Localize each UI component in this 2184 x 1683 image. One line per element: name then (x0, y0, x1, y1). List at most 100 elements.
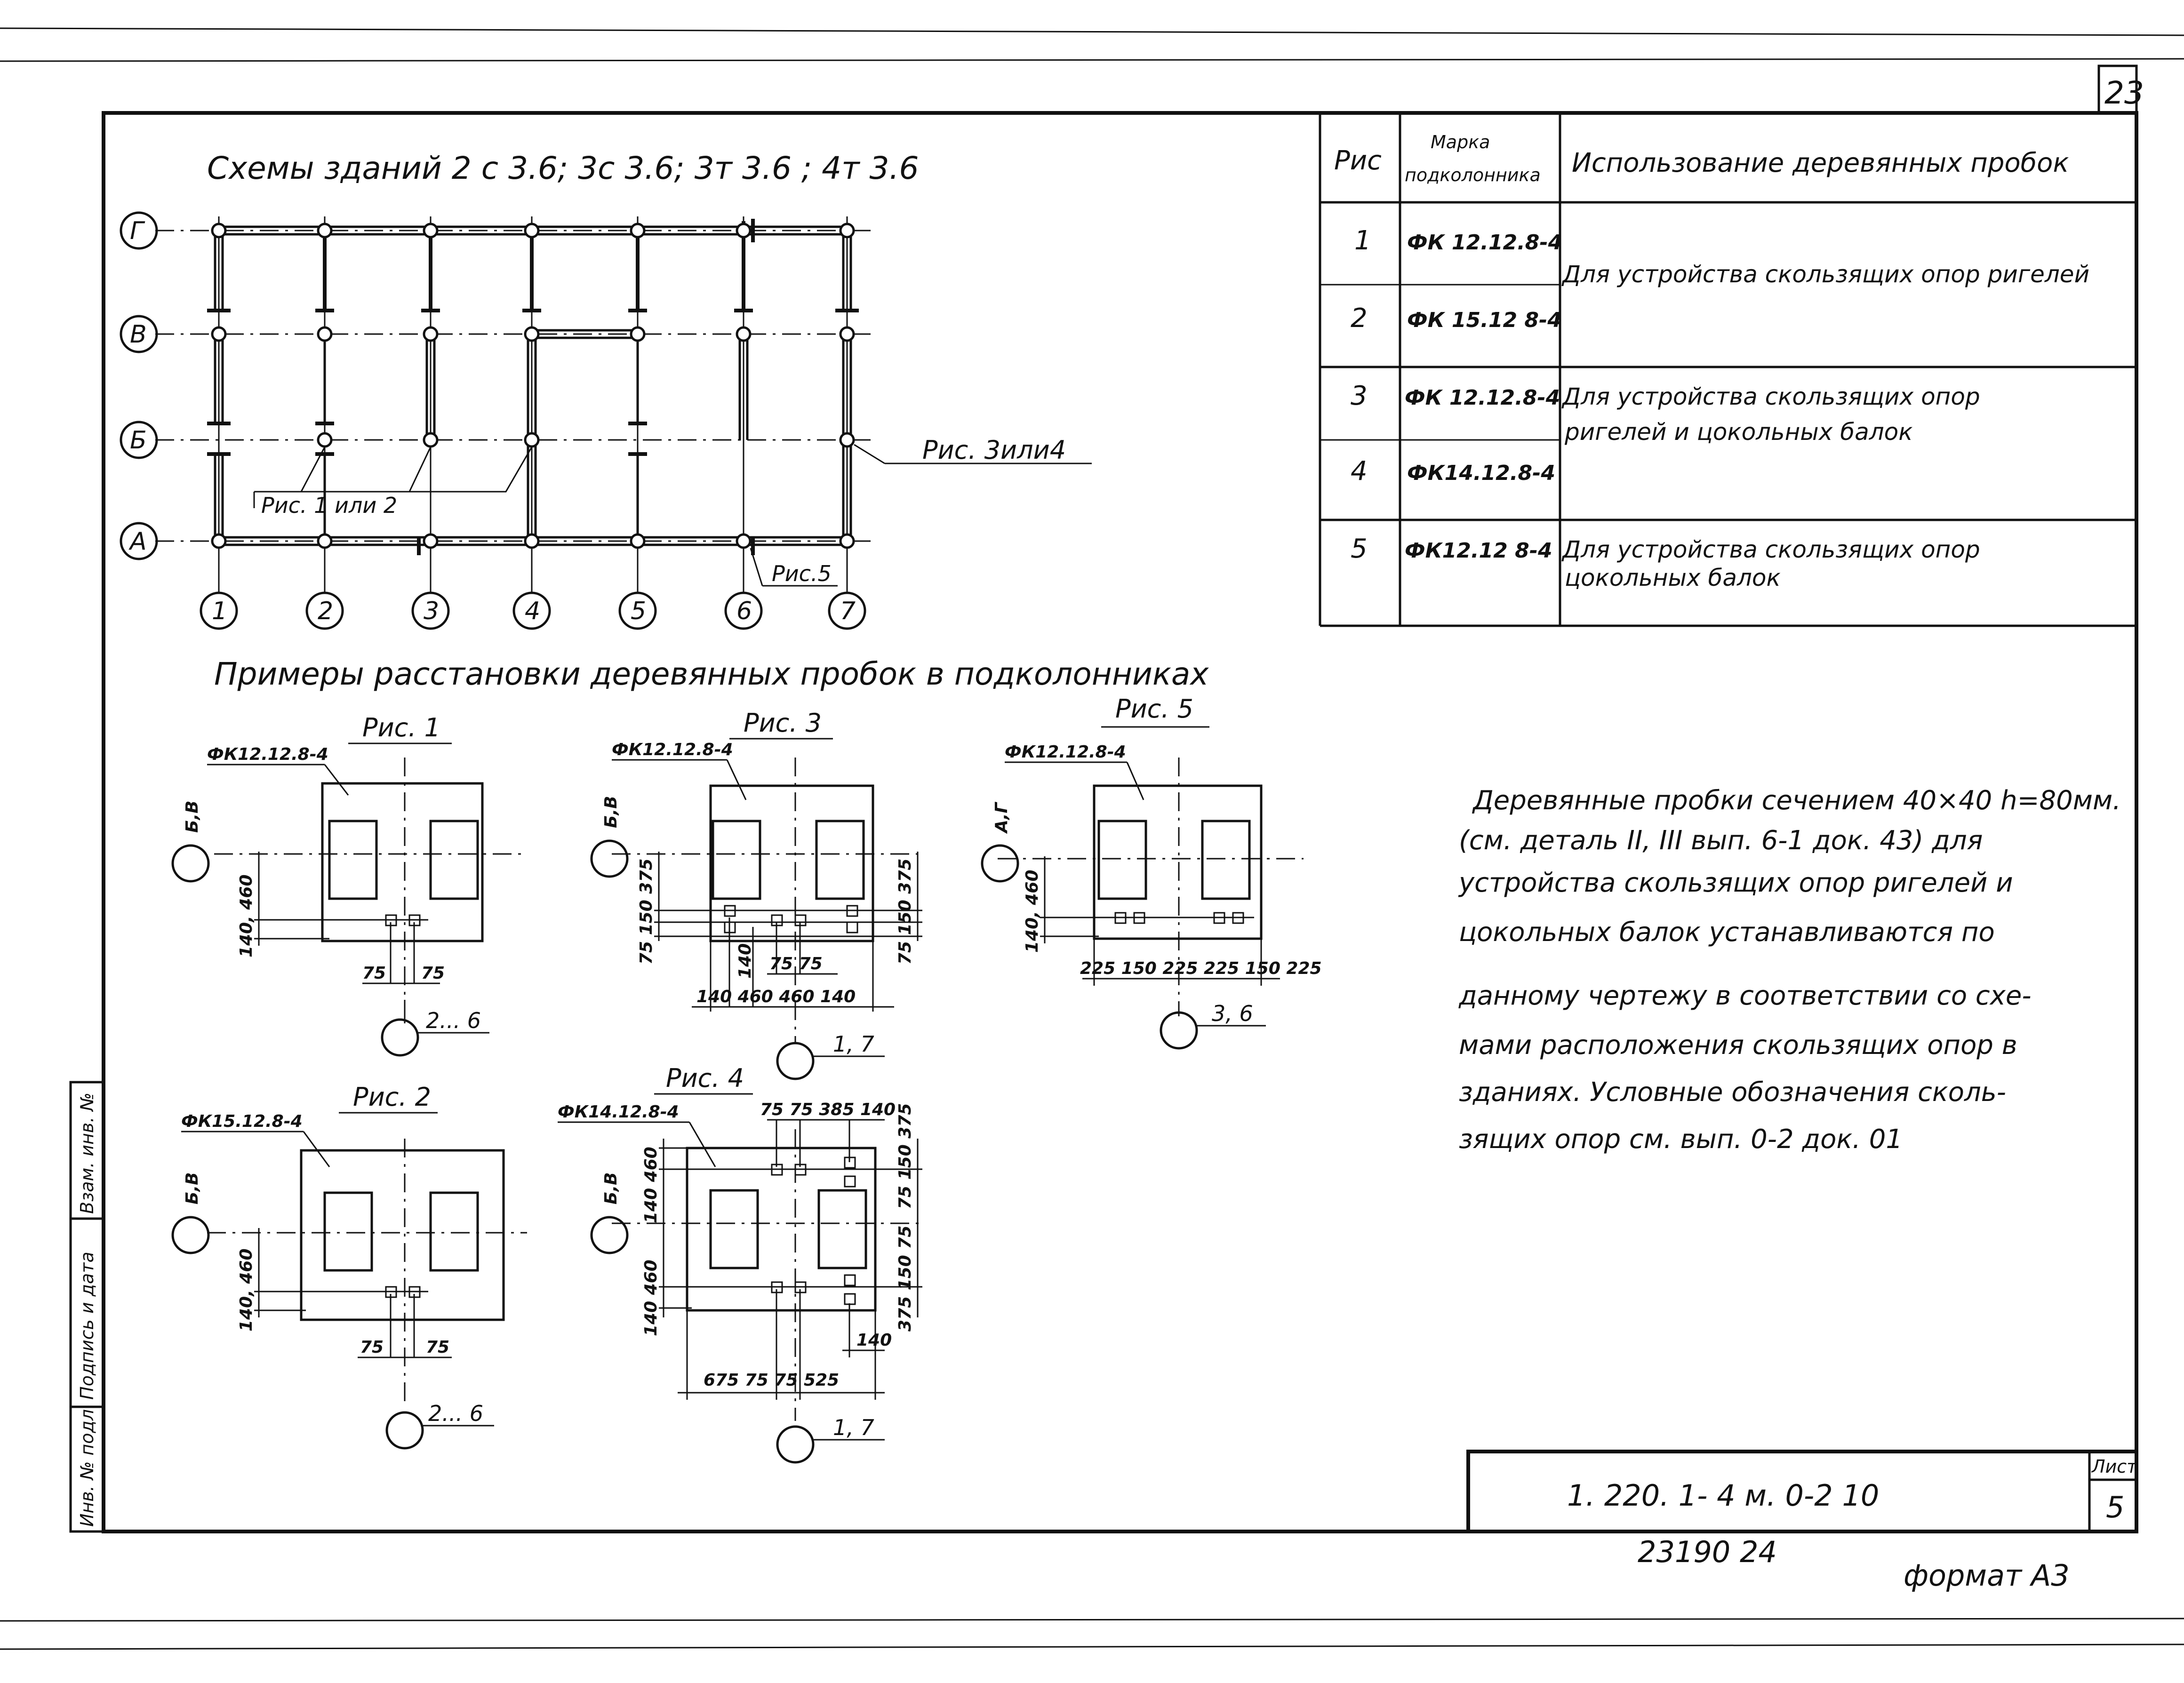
drawing-frame: 23 (102, 64, 2144, 1533)
table-fig-cell: 4 (1351, 456, 1368, 487)
axis-row-label: В (130, 320, 147, 349)
table-usage-cell: Для устройства скользящих опор (1561, 383, 1980, 410)
figure-4: Рис. 4 ФК14.12.8-4 140 460 140 460 75 15… (558, 1063, 922, 1464)
axis-ref-label: Б,В (183, 1172, 202, 1204)
stamp-sheet-label: Лист (2091, 1456, 2138, 1477)
row-axis-bubbles: Г В Б А (120, 211, 158, 560)
table-header-usage: Использование деревянных пробок (1572, 148, 2069, 178)
table-fig-cell: 1 (1354, 225, 1371, 256)
dimension-label: 75 75 385 140 (760, 1100, 896, 1119)
axis-col-label: 2 (318, 597, 333, 625)
axis-row-label: Г (130, 217, 145, 245)
axis-col-label: 5 (631, 597, 646, 625)
axis-ref-label: Б,В (601, 796, 621, 828)
title-stamp: 1. 220. 1- 4 м. 0-2 10 Лист 5 (1466, 1450, 2138, 1533)
figure-5: Рис. 5 ФК12.12.8-4 140, 460 225 150 225 … (981, 694, 1322, 1050)
dimension-label: 225 150 225 225 150 225 (1080, 959, 1322, 978)
note-line: зданиях. Условные обозначения сколь- (1459, 1077, 2006, 1108)
note-block: Деревянные пробки сечением 40×40 h=80мм.… (1458, 785, 2121, 1155)
note-line: данному чертежу в соответствии со схе- (1458, 981, 2032, 1011)
axis-ref-label: 1, 7 (833, 1031, 874, 1057)
axis-ref-label: А,Г (992, 801, 1011, 834)
dimension-label: 75 (362, 964, 386, 983)
dimension-label: 140 (856, 1331, 892, 1350)
side-stamp-cell1: Взам. инв. № (77, 1093, 97, 1214)
figure-title: Рис. 1 (362, 713, 440, 742)
building-scheme: Г В Б А 1 2 3 4 5 6 7 (120, 211, 1092, 630)
axis-row-label: Б (130, 426, 147, 455)
axis-ref-label: Б,В (183, 800, 202, 833)
dimension-label: 140 (736, 943, 755, 979)
callout-fig3or4: Рис. 3или4 (922, 435, 1066, 465)
note-line: цокольных балок устанавливаются по (1459, 917, 1995, 948)
table-usage-cell: Для устройства скользящих опор ригелей (1561, 261, 2089, 288)
figure-1: Рис. 1 ФК12.12.8-4 140, 460 75 75 Б,В 2.… (171, 713, 527, 1057)
dimension-label: 140, 460 (237, 874, 256, 957)
axis-ref-label: 2... 6 (426, 1008, 481, 1033)
table-fig-cell: 5 (1351, 534, 1368, 564)
figure-mark-label: ФК15.12.8-4 (181, 1112, 303, 1131)
dimension-label: 75 150 375 (637, 859, 656, 965)
table-mark-cell: ФК14.12.8-4 (1407, 461, 1555, 485)
table-fig-cell: 2 (1351, 303, 1368, 334)
dimension-label: 75 (426, 1338, 449, 1357)
side-stamp-cell3: Инв. № подл. (77, 1404, 97, 1527)
note-line: устройства скользящих опор ригелей и (1458, 868, 2013, 898)
page-edges (0, 27, 2184, 1650)
dimension-label: 675 75 75 525 (704, 1371, 839, 1390)
axis-col-label: 7 (840, 597, 856, 625)
figure-3: Рис. 3 ФК12.12.8-4 75 150 375 75 150 375… (590, 708, 922, 1080)
note-line: Деревянные пробки сечением 40×40 h=80мм. (1472, 785, 2121, 816)
figure-title: Рис. 2 (353, 1082, 431, 1112)
side-stamp-cell2: Подпись и дата (77, 1252, 97, 1400)
axis-ref-label: 1, 7 (833, 1415, 874, 1440)
figure-mark-label: ФК12.12.8-4 (207, 745, 328, 764)
figure-title: Рис. 5 (1115, 694, 1193, 724)
stamp-sheet-value: 5 (2106, 1490, 2124, 1524)
axis-row-label: А (128, 527, 147, 556)
dimension-label: 140, 460 (1023, 869, 1042, 953)
table-header-mark: Марка (1431, 132, 1490, 152)
column-axis-bubbles: 1 2 3 4 5 6 7 (200, 591, 866, 630)
axis-ref-label: 3, 6 (1212, 1001, 1253, 1026)
table-usage-cell: цокольных балок (1565, 564, 1781, 591)
table-header-mark-sub: подколонника (1405, 165, 1541, 185)
dimension-label: 75 75 (769, 954, 823, 973)
axis-col-label: 4 (525, 597, 540, 625)
dimension-label: 140 460 (641, 1260, 661, 1336)
axis-ref-label: 2... 6 (428, 1401, 483, 1426)
scheme-title: Схемы зданий 2 с 3.6; 3с 3.6; 3т 3.6 ; 4… (207, 150, 919, 186)
dimension-label: 75 (360, 1338, 384, 1357)
usage-table: Рис Марка подколонника Использование дер… (1319, 113, 2136, 627)
callout-fig1or2: Рис. 1 или 2 (261, 493, 397, 518)
table-usage-cell: ригелей и цокольных балок (1564, 418, 1912, 446)
callout-fig5: Рис.5 (772, 561, 832, 586)
figure-2: Рис. 2 ФК15.12.8-4 140, 460 75 75 Б,В 2.… (171, 1082, 527, 1450)
axis-col-label: 1 (212, 597, 227, 625)
figure-mark-label: ФК14.12.8-4 (558, 1102, 679, 1122)
table-mark-cell: ФК 12.12.8-4 (1407, 231, 1562, 255)
examples-title: Примеры расстановки деревянных пробок в … (214, 656, 1209, 692)
sheet-number: 23 (2104, 75, 2144, 111)
table-mark-cell: ФК 12.12.8-4 (1405, 386, 1560, 410)
dimension-label: 140 460 (641, 1147, 661, 1223)
dimension-label: 75 150 375 (896, 1103, 915, 1209)
axis-ref-label: Б,В (601, 1172, 621, 1204)
table-fig-cell: 3 (1351, 381, 1368, 411)
table-header-fig: Рис (1334, 145, 1382, 176)
dimension-label: 75 150 375 (896, 859, 915, 965)
dimension-label: 375 150 75 (896, 1226, 915, 1332)
table-mark-cell: ФК 15.12 8-4 (1407, 308, 1562, 332)
dimension-label: 140, 460 (237, 1248, 256, 1332)
paper-format: формат А3 (1904, 1558, 2070, 1593)
note-line: зящих опор см. вып. 0-2 док. 01 (1459, 1124, 1903, 1155)
side-stamp: Взам. инв. № Подпись и дата Инв. № подл. (69, 1081, 105, 1533)
axis-col-label: 6 (736, 597, 752, 625)
figure-title: Рис. 3 (744, 708, 822, 738)
figure-mark-label: ФК12.12.8-4 (612, 740, 733, 759)
table-mark-cell: ФК12.12 8-4 (1405, 539, 1552, 563)
figure-mark-label: ФК12.12.8-4 (1005, 742, 1126, 762)
note-line: мами расположения скользящих опор в (1459, 1030, 2017, 1061)
inventory-number: 23190 24 (1638, 1535, 1777, 1569)
